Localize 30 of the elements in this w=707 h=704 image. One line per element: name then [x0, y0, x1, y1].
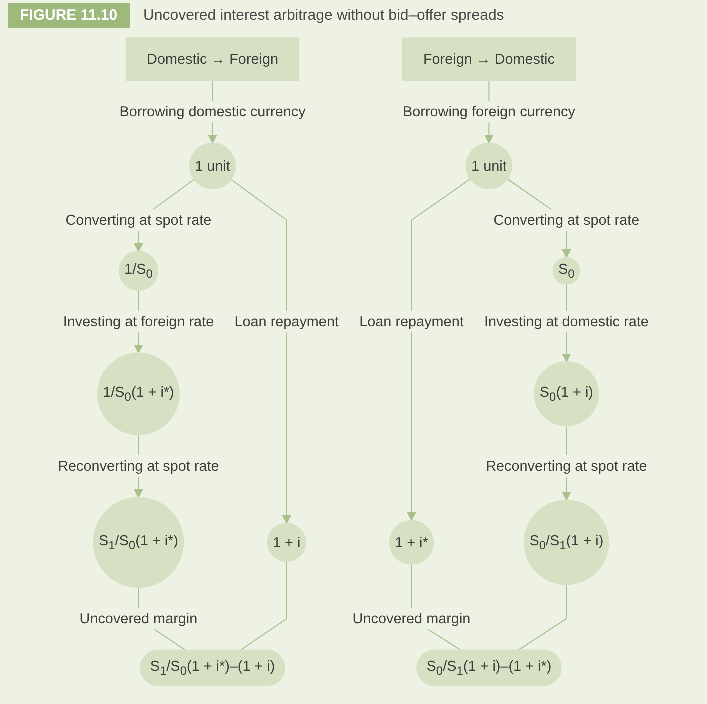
edge-label: Reconverting at spot rate [58, 458, 220, 474]
node-circle: 1 unit [189, 142, 236, 190]
edge-label: Converting at spot rate [494, 212, 640, 228]
edge-label: Uncovered margin [352, 610, 471, 627]
edge-label: Converting at spot rate [66, 212, 212, 228]
node-circle: 1/S$_{0}$(1 + i*) [97, 352, 180, 436]
node-box: Foreign → Domestic [402, 38, 576, 81]
node-circle: 1 + i* [389, 520, 434, 565]
arrow [230, 179, 292, 524]
edge-label: Loan repayment [360, 313, 464, 330]
node-circle: 1/S$_{0}$ [118, 251, 159, 291]
edge-label: Investing at domestic rate [484, 313, 649, 330]
connector [517, 584, 568, 652]
figure-number: FIGURE 11.10 [8, 2, 130, 28]
node-box: Domestic → Foreign [126, 38, 300, 81]
figure-title: Uncovered interest arbitrage without bid–offer spreads [144, 6, 504, 24]
edge-label: Loan repayment [234, 313, 339, 330]
node-circle: S$_{1}$/S$_{0}$(1 + i*) [93, 497, 184, 588]
edge-label: Borrowing foreign currency [403, 103, 576, 120]
node-circle: S$_{0}$(1 + i) [534, 362, 600, 427]
node-circle: S$_{0}$/S$_{1}$(1 + i) [524, 500, 610, 586]
edge-label: Reconverting at spot rate [486, 458, 648, 474]
arrow [407, 178, 471, 522]
edge-label: Uncovered margin [80, 610, 198, 627]
connector [240, 562, 288, 652]
edge-label: Investing at foreign rate [63, 313, 214, 330]
node-circle: S$_{0}$ [552, 257, 580, 285]
edge-label: Borrowing domestic currency [120, 103, 306, 120]
node-circle: 1 + i [267, 523, 306, 562]
node-circle: 1 unit [466, 142, 513, 190]
